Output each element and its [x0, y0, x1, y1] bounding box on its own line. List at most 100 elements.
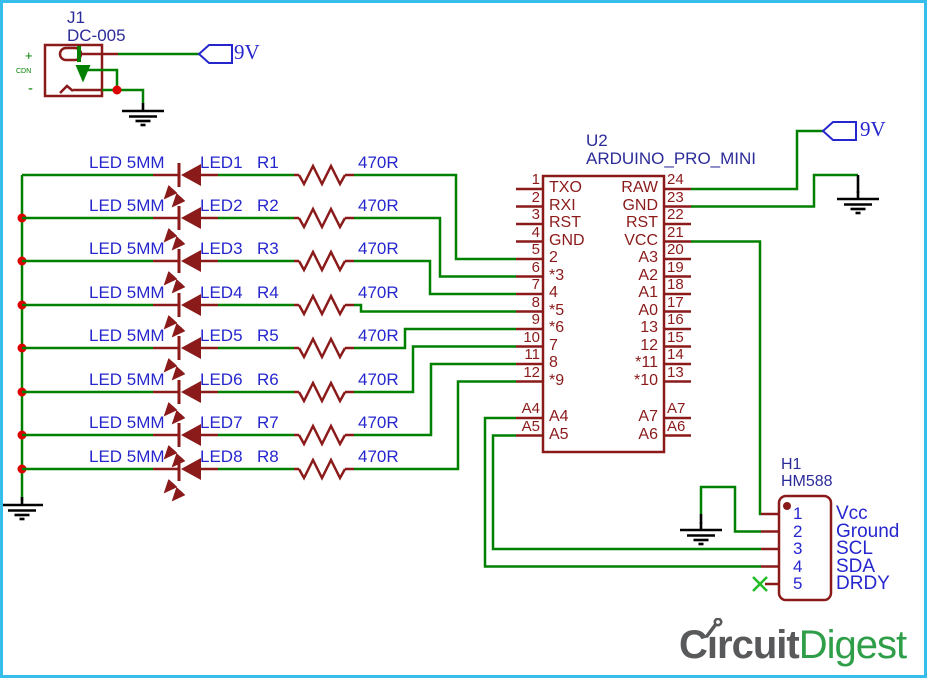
dc-jack-j1 [43, 43, 119, 98]
ground-symbol-j1 [120, 101, 166, 127]
u2-pin-num-2: 2 [531, 188, 540, 206]
u2-pin-name-d2: 2 [549, 249, 558, 266]
row3-res: R3 [257, 239, 279, 258]
row8-type: LED 5MM [89, 447, 165, 466]
j1-pin-minus: - [28, 80, 33, 97]
u2-pin-num-a6: A6 [667, 417, 686, 435]
row8-led: LED8 [200, 447, 243, 466]
row1-res: R1 [257, 153, 279, 172]
u2-body [516, 174, 691, 454]
h1-pin-name-scl: SCL [836, 538, 873, 559]
logo-probe-icon [705, 618, 723, 638]
row1-type: LED 5MM [89, 153, 165, 172]
u2-pin-name-d13: 13 [640, 319, 658, 336]
row4-val: 470R [358, 283, 399, 302]
u2-pin-name-a2: A2 [638, 266, 658, 284]
row5-led: LED5 [200, 326, 243, 345]
row7-led: LED7 [200, 413, 243, 432]
row4-res: R4 [257, 283, 279, 302]
u2-pin-num-12: 12 [523, 363, 540, 381]
u2-right-wires [691, 129, 858, 516]
power-flag-9v-top-label: 9V [234, 40, 260, 64]
u2-pin-num-17: 17 [667, 293, 684, 311]
u2-pin-name-gnd2: GND [622, 196, 658, 214]
logo-digest: Digest [798, 623, 907, 667]
h1-pin-num-1: 1 [793, 504, 803, 523]
row2-res: R2 [257, 196, 279, 215]
h1-pin-num-2: 2 [793, 521, 803, 541]
row6-val: 470R [358, 370, 399, 389]
logo-circuit-rest: rcuit [717, 623, 800, 667]
u2-pin-num-5: 5 [531, 241, 540, 258]
h1-pin-num-3: 3 [793, 539, 803, 558]
h1-pin-num-4: 4 [793, 556, 803, 576]
u2-pin-num-1: 1 [531, 171, 540, 188]
u2-ref: U2 [586, 131, 608, 150]
row5-val: 470R [358, 326, 399, 345]
i2c-wires [483, 416, 761, 568]
u2-pin-num-7: 7 [531, 276, 540, 293]
u2-pin-num-20: 20 [667, 241, 684, 258]
u2-pin-name-d8: 8 [549, 354, 558, 371]
schematic-canvas [3, 43, 881, 602]
u2-pin-num-11: 11 [524, 346, 540, 363]
u2-pin-name-vcc: VCC [624, 231, 658, 249]
ground-symbol-h1 [678, 520, 724, 546]
u2-pin-num-a7: A7 [667, 400, 686, 417]
u2-pin-name-a3: A3 [638, 249, 658, 266]
u2-pin-num-6: 6 [531, 258, 540, 276]
u2-pin-num-15: 15 [667, 328, 684, 346]
junction-dot-j1 [112, 85, 122, 95]
row6-res: R6 [257, 370, 279, 389]
u2-pin-name-d6: *6 [549, 319, 565, 336]
u2-pin-name-rst2: RST [626, 214, 658, 231]
h1-body [752, 494, 833, 602]
u2-pin-name-d10: *10 [633, 371, 658, 389]
row7-type: LED 5MM [89, 413, 165, 432]
u2-pin-name-rst: RST [549, 214, 581, 231]
u2-pin-name-d12: 12 [640, 336, 658, 354]
row3-val: 470R [358, 239, 399, 258]
h1-pin-name-drdy: DRDY [836, 573, 890, 594]
power-flag-9v-right [822, 121, 857, 141]
u2-pin-num-14: 14 [667, 346, 684, 363]
row5-type: LED 5MM [89, 326, 165, 345]
u2-pin-num-18: 18 [667, 276, 684, 293]
u2-pin-name-d3: *3 [549, 266, 565, 284]
u2-pin-name-d4: 4 [549, 284, 558, 301]
logo-dotless-i: ı [706, 623, 718, 667]
row7-res: R7 [257, 413, 279, 432]
h1-pin-name-sda: SDA [836, 555, 876, 577]
resistor-symbols [292, 164, 356, 480]
ground-symbol-topright [835, 189, 881, 215]
u2-pin-name-a5: A5 [549, 425, 569, 443]
no-connect-x-icon [752, 576, 768, 592]
power-flag-9v-right-label: 9V [860, 117, 886, 141]
j1-value: DC-005 [67, 26, 126, 45]
u2-pin-name-a7: A7 [638, 408, 658, 425]
u2-pin-name-d11: *11 [635, 354, 658, 371]
u2-pin-num-a5: A5 [521, 417, 540, 435]
row8-val: 470R [358, 447, 399, 466]
row7-val: 470R [358, 413, 399, 432]
u2-pin-num-3: 3 [531, 206, 540, 223]
u2-pin-name-gnd: GND [549, 231, 585, 249]
u2-pin-name-raw: RAW [621, 179, 658, 196]
u2-pin-num-9: 9 [531, 311, 540, 328]
h1-pin-name-ground: Ground [836, 520, 900, 542]
u2-pin-name-a0: A0 [638, 301, 658, 319]
u2-pin-name-d5: *5 [549, 301, 565, 319]
u2-pin-num-22: 22 [667, 206, 684, 223]
row2-type: LED 5MM [89, 196, 165, 215]
power-flag-9v-top [198, 44, 233, 64]
row3-type: LED 5MM [89, 239, 165, 258]
u2-pin-name-a1: A1 [638, 284, 658, 301]
u2-pin-name-d9: *9 [549, 371, 565, 389]
u2-pin-name-txo: TXO [549, 179, 582, 196]
row6-type: LED 5MM [89, 370, 165, 389]
led-row-wires [22, 173, 516, 471]
u2-pin-num-4: 4 [531, 223, 540, 241]
u2-pin-name-rxi: RXI [549, 196, 576, 214]
u2-pin-num-a4: A4 [521, 400, 540, 417]
row3-led: LED3 [200, 239, 243, 258]
